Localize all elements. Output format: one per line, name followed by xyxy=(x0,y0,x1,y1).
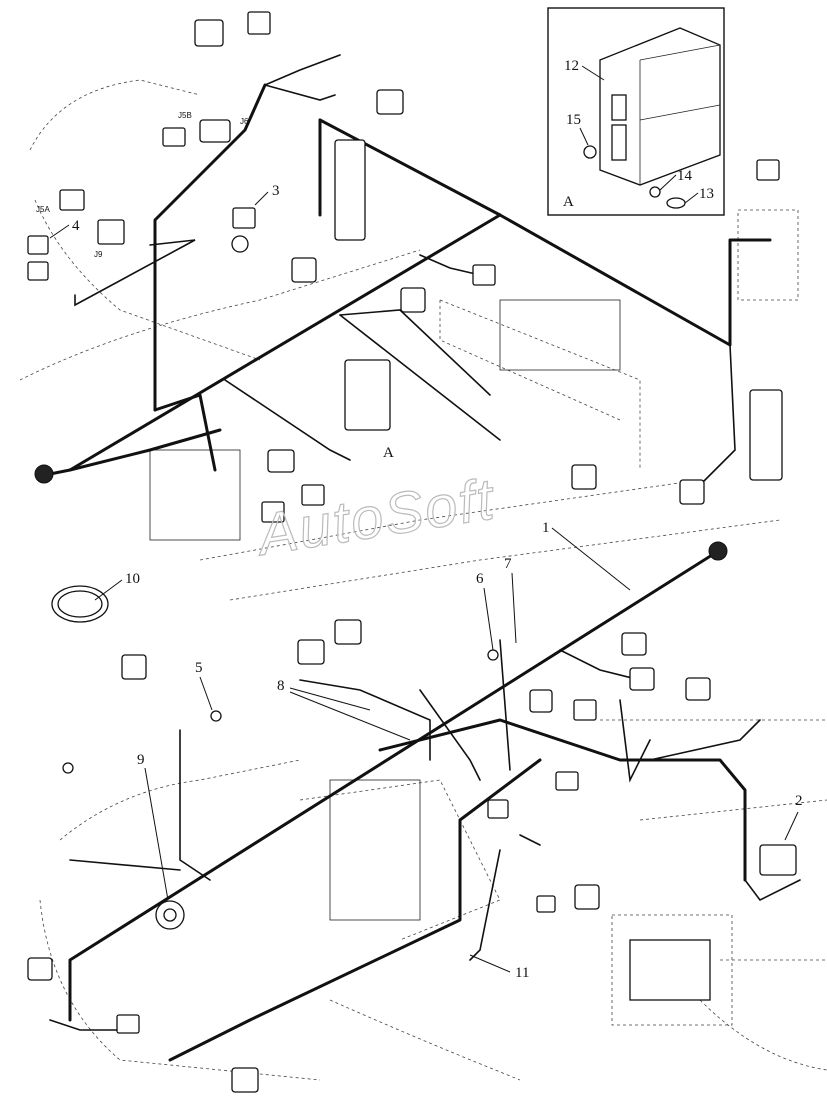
connector-code-j5b: J5B xyxy=(178,111,192,120)
connectors xyxy=(27,11,797,1093)
callout-4: 4 xyxy=(72,218,80,234)
callout-10: 10 xyxy=(125,571,140,587)
callout-5: 5 xyxy=(195,660,203,676)
callout-6: 6 xyxy=(476,571,484,587)
inset-leaders xyxy=(579,65,699,204)
callout-13: 13 xyxy=(699,186,714,202)
machine-outline xyxy=(19,79,827,1081)
inset-label-a: A xyxy=(563,194,574,210)
watermark: AutoSoft xyxy=(251,466,501,568)
connector-code-j6: J6 xyxy=(240,117,249,126)
connector-code-j9: J9 xyxy=(94,250,103,259)
callout-12: 12 xyxy=(564,58,579,74)
harness-wires xyxy=(43,54,801,1062)
leader-lines xyxy=(49,191,799,973)
callout-9: 9 xyxy=(137,752,145,768)
callout-2: 2 xyxy=(795,793,803,809)
inset-detail-a xyxy=(547,7,725,216)
callout-3: 3 xyxy=(272,183,280,199)
callout-1: 1 xyxy=(542,520,550,536)
callout-7: 7 xyxy=(504,556,512,572)
callout-14: 14 xyxy=(677,168,693,184)
callout-11: 11 xyxy=(515,965,529,981)
callout-a: A xyxy=(383,445,394,461)
callout-8: 8 xyxy=(277,678,285,694)
callout-15: 15 xyxy=(566,112,581,128)
connector-code-j5a: J5A xyxy=(36,205,50,214)
